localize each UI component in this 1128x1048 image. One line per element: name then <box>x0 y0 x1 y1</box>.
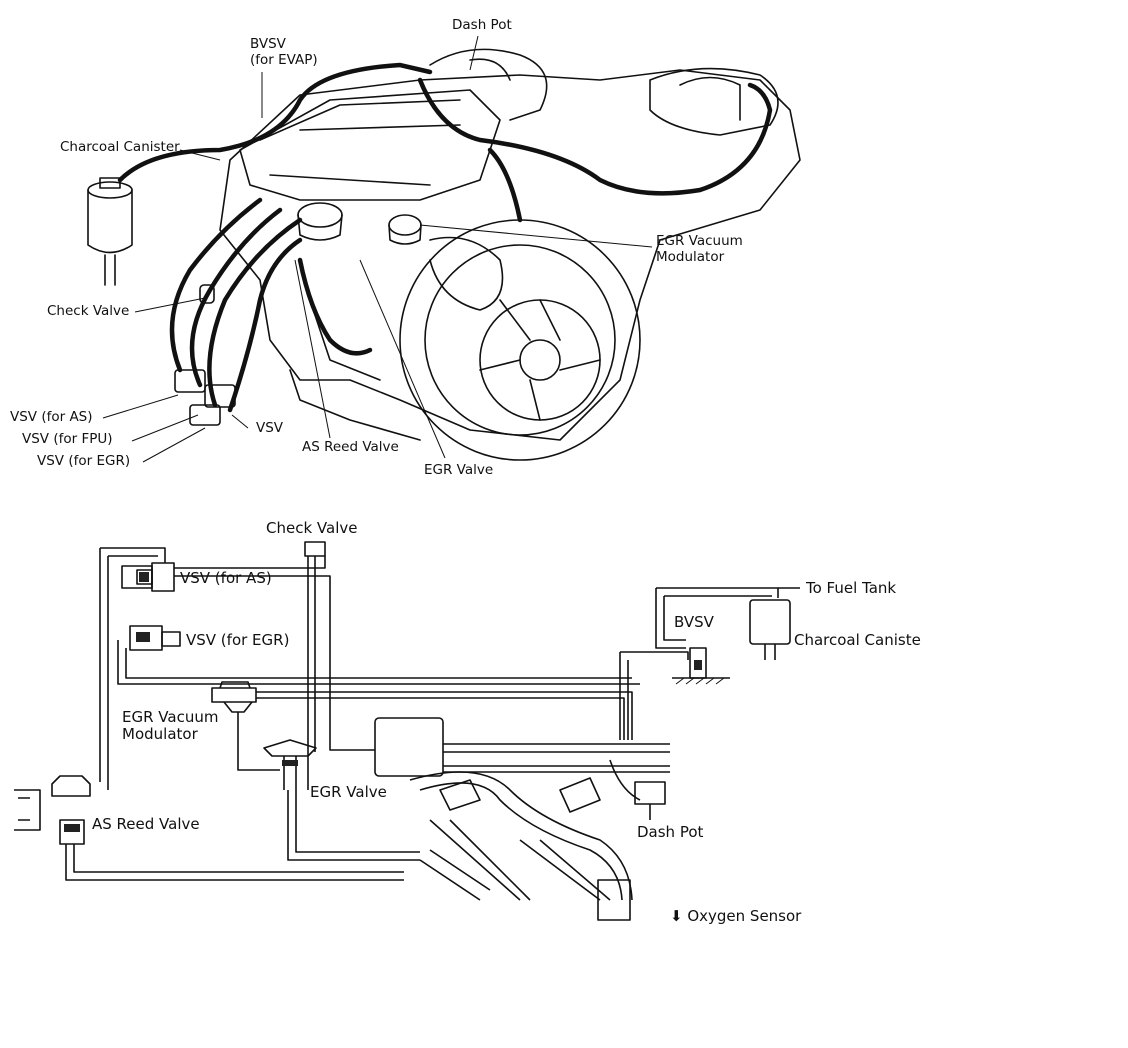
vsv-egr-label-top: VSV (for EGR) <box>37 453 131 469</box>
charcoal-canister-label-bottom: Charcoal Caniste <box>794 631 921 649</box>
vsv-egr-label-bottom: VSV (for EGR) <box>186 631 290 649</box>
charcoal-canister-label-top: Charcoal Canister <box>60 139 180 155</box>
vsv-fpu-label-top: VSV (for FPU) <box>22 431 113 447</box>
egr-vacuum-modulator-label-bottom: EGR Vacuum Modulator <box>122 708 219 744</box>
dash-pot-label-bottom: Dash Pot <box>637 823 704 841</box>
oxygen-sensor-label: ⬇ Oxygen Sensor <box>670 907 802 925</box>
vsv-as-label-top: VSV (for AS) <box>10 409 93 425</box>
egr-vacuum-modulator-label-top: EGR Vacuum Modulator <box>656 233 743 265</box>
egr-valve-label-bottom: EGR Valve <box>310 783 387 801</box>
vsv-label-top: VSV <box>256 420 284 436</box>
to-fuel-tank-label: To Fuel Tank <box>806 579 897 597</box>
egr-valve-label-top: EGR Valve <box>424 462 494 478</box>
as-reed-valve-label-bottom: AS Reed Valve <box>92 815 200 833</box>
bvsv-label-bottom: BVSV <box>674 613 714 631</box>
bvsv-label-top: BVSV (for EVAP) <box>250 36 318 68</box>
check-valve-label-bottom: Check Valve <box>266 519 358 537</box>
as-reed-valve-label-top: AS Reed Valve <box>302 439 399 455</box>
dash-pot-label-top: Dash Pot <box>452 17 512 33</box>
check-valve-label-top: Check Valve <box>47 303 130 319</box>
vsv-as-label-bottom: VSV (for AS) <box>180 569 272 587</box>
